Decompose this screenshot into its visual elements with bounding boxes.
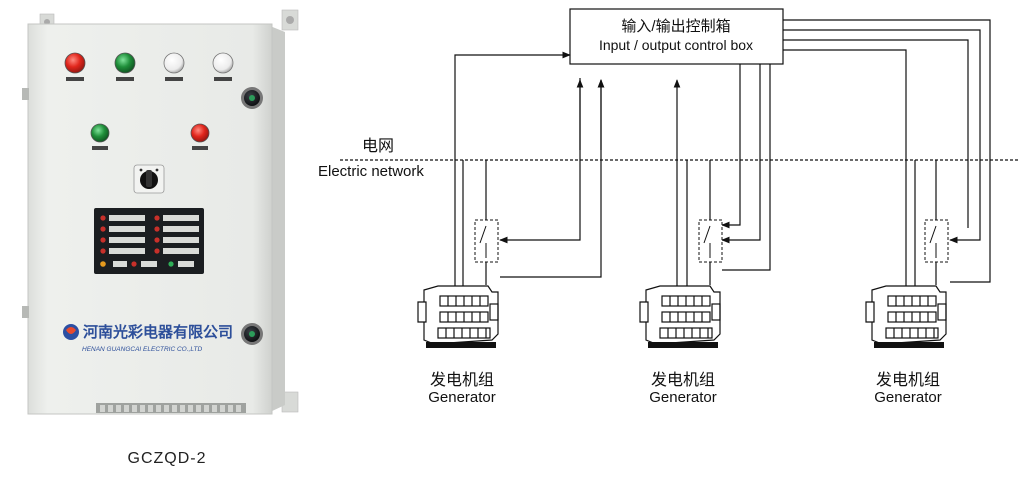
generator-label-en: Generator	[428, 389, 496, 406]
selector-switch	[133, 164, 165, 194]
company-logo: 河南光彩电器有限公司 HENAN GUANGCAI ELECTRIC CO.,L…	[63, 323, 233, 353]
red-indicator-lamp	[64, 52, 86, 74]
generator-label-cn: 发电机组	[651, 371, 715, 389]
transfer-switch	[474, 219, 499, 263]
white-indicator-lamp	[212, 52, 234, 74]
status-display-panel	[94, 208, 204, 274]
schematic-diagram	[340, 8, 1020, 290]
generator-icon	[639, 285, 721, 348]
generator-label-en: Generator	[649, 389, 717, 406]
transfer-switch	[698, 219, 723, 263]
control-box-label-cn: 输入/输出控制箱	[621, 18, 730, 35]
control-box-label-en: Input / output control box	[599, 37, 753, 53]
red-indicator-lamp	[190, 123, 210, 143]
generator-label-cn: 发电机组	[876, 371, 940, 389]
control-cabinet-photo: 河南光彩电器有限公司 HENAN GUANGCAI ELECTRIC CO.,L…	[22, 9, 299, 415]
company-name-cn: 河南光彩电器有限公司	[83, 323, 233, 341]
generator-icon	[417, 285, 499, 348]
generator-icon	[865, 285, 947, 348]
green-indicator-lamp	[114, 52, 136, 74]
network-label-en: Electric network	[318, 163, 424, 180]
company-name-en: HENAN GUANGCAI ELECTRIC CO.,LTD	[82, 346, 202, 353]
transfer-switch	[924, 219, 949, 263]
generator-label-en: Generator	[874, 389, 942, 406]
control-box	[569, 8, 784, 65]
product-model-label: GCZQD-2	[127, 450, 207, 467]
generator-label-cn: 发电机组	[430, 371, 494, 389]
white-indicator-lamp	[163, 52, 185, 74]
green-indicator-lamp	[90, 123, 110, 143]
network-label-cn: 电网	[362, 137, 394, 155]
